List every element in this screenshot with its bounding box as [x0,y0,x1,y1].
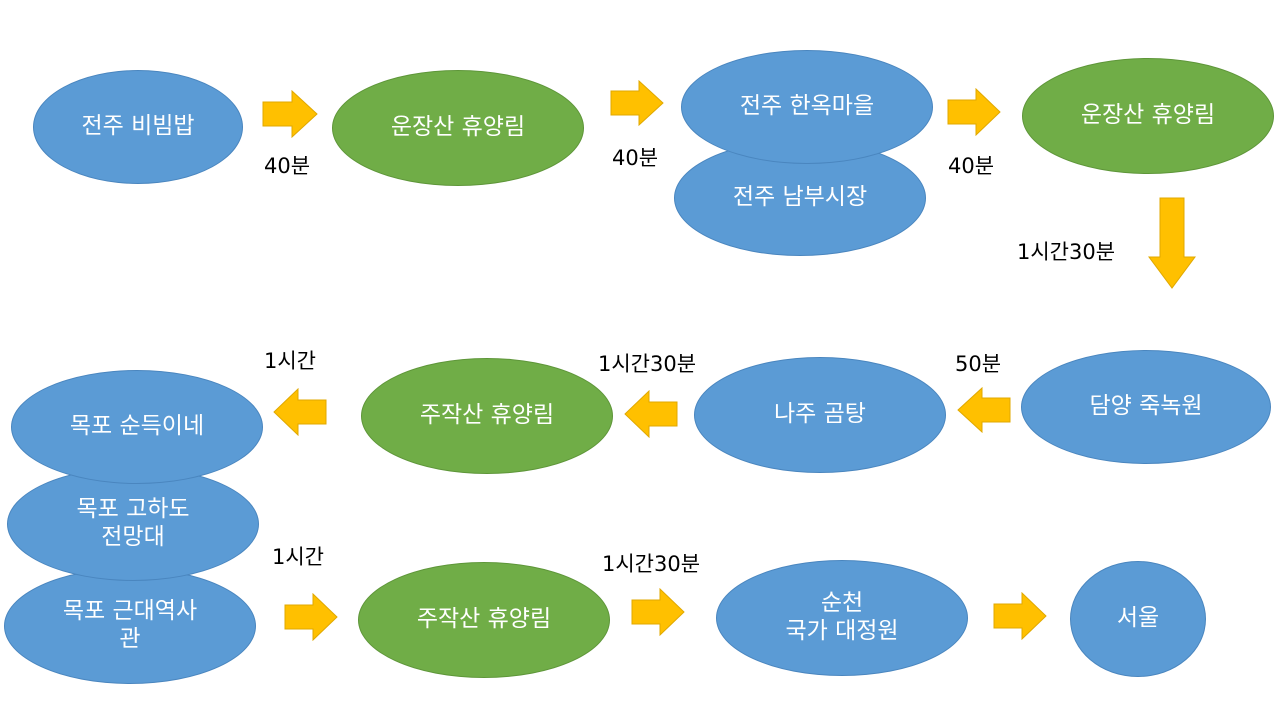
edge-time-label: 1시간 [264,349,317,373]
arrow-down-icon [1148,197,1196,289]
arrow-right-icon [284,593,338,641]
node-unjangsan-forest-2: 운장산 휴양림 [1022,58,1274,174]
arrow-right-icon [262,90,318,138]
node-jeonju-hanok-village: 전주 한옥마을 [681,50,933,164]
edge-time-label: 40분 [264,154,311,178]
edge-time-label: 50분 [955,352,1002,376]
arrow-right-icon [610,80,664,126]
node-unjangsan-forest-1: 운장산 휴양림 [332,70,584,186]
node-mokpo-sundeuki: 목포 순득이네 [11,370,263,484]
node-suncheon-national-garden: 순천 국가 대정원 [716,560,968,676]
arrow-left-icon [273,388,327,436]
node-mokpo-modern-history-museum: 목포 근대역사 관 [4,568,256,684]
arrow-left-icon [957,387,1011,433]
node-jujaksan-forest-1: 주작산 휴양림 [361,358,613,474]
edge-time-label: 1시간30분 [598,352,697,376]
node-jeonju-bibimbap: 전주 비빔밥 [33,70,243,184]
arrow-left-icon [624,390,678,438]
arrow-right-icon [993,592,1047,640]
edge-time-label: 40분 [612,146,659,170]
arrow-right-icon [947,88,1001,136]
node-mokpo-gohado-observatory: 목포 고하도 전망대 [7,467,259,581]
node-jujaksan-forest-2: 주작산 휴양림 [358,562,610,678]
edge-time-label: 1시간30분 [1017,240,1116,264]
arrow-right-icon [631,588,685,636]
node-seoul: 서울 [1070,561,1206,677]
node-damyang-bamboo-garden: 담양 죽녹원 [1021,350,1271,464]
node-naju-gomtang: 나주 곰탕 [694,357,946,473]
edge-time-label: 1시간30분 [602,552,701,576]
edge-time-label: 1시간 [272,545,325,569]
edge-time-label: 40분 [948,154,995,178]
